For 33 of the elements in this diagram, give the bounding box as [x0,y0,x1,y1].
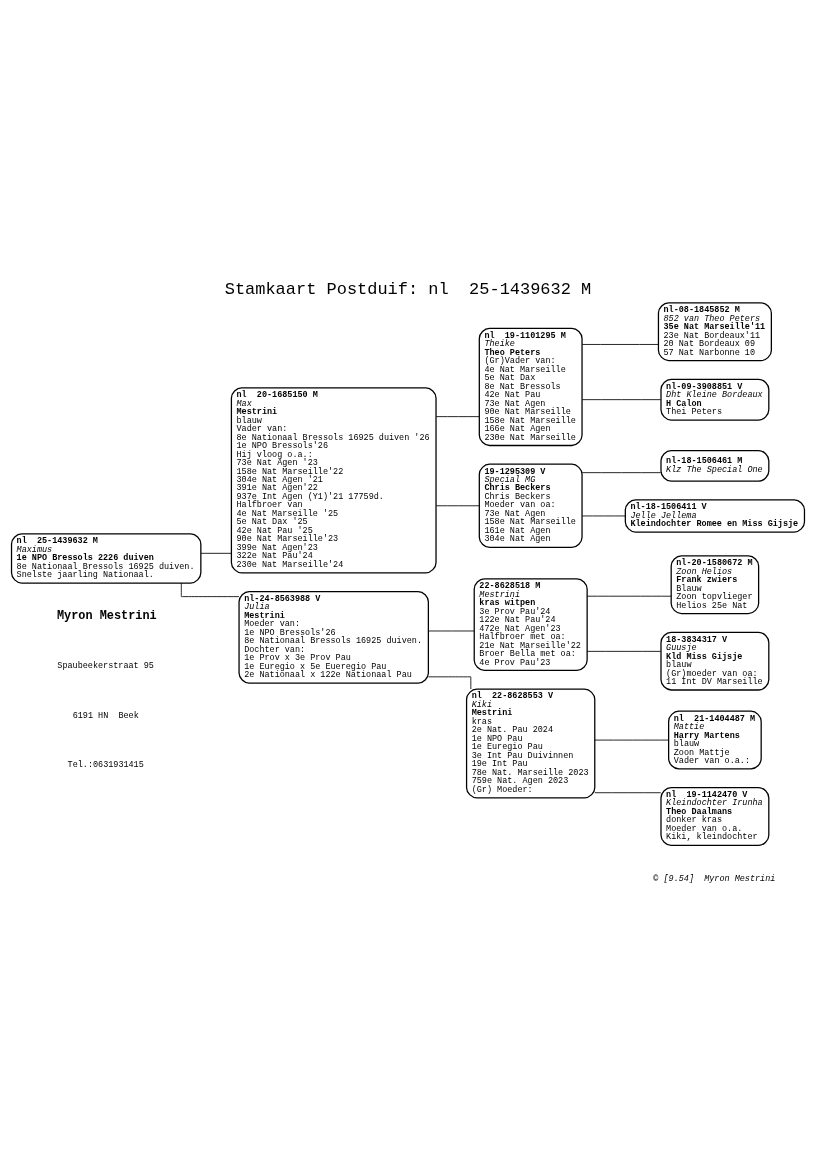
node-box: 22-8628518 M Mestrini kras witpen 3e Prov Pau'24 122e Nat Pau'24 472e Nat Agen'23 Halfbroer met oa: 21e Nat Marseille'22 Broer Bella met oa: 4e Prov Pau'23 [473,578,588,672]
node-box: nl-20-1580672 M Zoon Helios Frank zwiers Blauw Zoon topvlieger Helios 25e Nat [670,555,760,615]
connector [594,739,669,741]
diagram-title: Stamkaart Postduif: nl 25-1439632 M [224,280,592,300]
connector [428,630,475,632]
node-box: 18-3834317 V Guusje Kld Miss Gijsje blauw (Gr)moeder van oa: 11 Int DV Marseille [660,631,770,691]
connector [435,505,480,507]
node-box: nl-18-1506411 V Jelle Jellema Kleindochter Romee en Miss Gijsje [624,499,806,533]
node-box: nl-08-1845852 M 852 van Theo Peters 35e Nat Marseille'11 23e Nat Bordeaux'11 20 Nat Bordeaux 09 57 Nat Narbonne 10 [657,302,772,362]
node-box: nl-24-8563988 V Julia Mestrini Moeder van: 1e NPO Bressols'26 8e Nationaal Bressols 16925 duiven. Dochter van: 1e Prov x 3e Prov Pau 1e Euregio x 5e Eueregio Pau 2e Nationaal x 122e Nationaal Pau [238,590,429,684]
node-box: nl 19-1101295 M Theike Theo Peters (Gr)Vader van: 4e Nat Marseille 5e Nat Dax 8e Nat Bressols 42e Nat Pau 73e Nat Agen 90e Nat Marseille 158e Nat Marseille 166e Nat Agen 230e Nat Marseille [478,327,583,447]
label: Spaubeekerstraat 95 [57,661,154,672]
connector [581,472,662,474]
node-box: nl 22-8628553 V Kiki Mestrini kras 2e Nat. Pau 2024 1e NPO Pau 1e Euregio Pau 3e Int Pau Duivinnen 19e Int Pau 78e Nat. Marseille 2023 759e Nat. Agen 2023 (Gr) Moeder: [465,688,596,799]
node-box: nl 21-1404487 M Mattie Harry Martens blauw Zoon Mattje Vader van o.a.: [668,710,762,770]
node-box: 19-1295309 V Special MG Chris Beckers Chris Beckers Moeder van oa: 73e Nat Agen 158e Nat Marseille 161e Nat Agen 304e Nat Agen [478,463,583,548]
node-box: nl 19-1142470 V Kleindochter Irunha Theo Daalmans donker kras Moeder van o.a. Kiki, kleindochter [660,787,770,846]
connector [581,399,662,401]
connector [581,344,659,345]
node-box: nl 20-1685150 M Max Mestrini blauw Vader van: 8e Nationaal Bressols 16925 duiven '26 1e NPO Bressols'26 Hij vloog o.a.: 73e Nat Agen '23 158e Nat Marseille'22 304e Nat Agen '21 391e Nat Agen'22 937e Int Agen (Y1)'21 17759d. Halfbroer van 4e Nat Marseille '25 5e Nat Dax '25 42e Nat Pau '25 90e Nat Marseille'23 399e Nat Agen'23 322e Nat Pau'24 230e Nat Marseille'24 [230,387,437,574]
label: 6191 HN Beek [72,710,139,721]
connector [435,416,480,418]
connector [586,595,672,597]
connector [586,650,662,652]
node-box: nl-09-3908851 V Dht Kleine Bordeaux H Calon Thei Peters [660,378,770,421]
label: Myron Mestrini [56,609,157,624]
node-box: nl 25-1439632 M Maximus 1e NPO Bressols 2226 duiven 8e Nationaal Bressols 16925 duiven. Snelste jaarling Nationaal. [10,533,202,584]
connector [594,792,662,794]
connector [581,515,626,517]
label: © [9.54] Myron Mestrini [653,873,776,884]
node-box: nl-18-1506461 M Klz The Special One [660,449,770,482]
connector [200,552,232,554]
label: Tel.:0631931415 [67,759,144,770]
